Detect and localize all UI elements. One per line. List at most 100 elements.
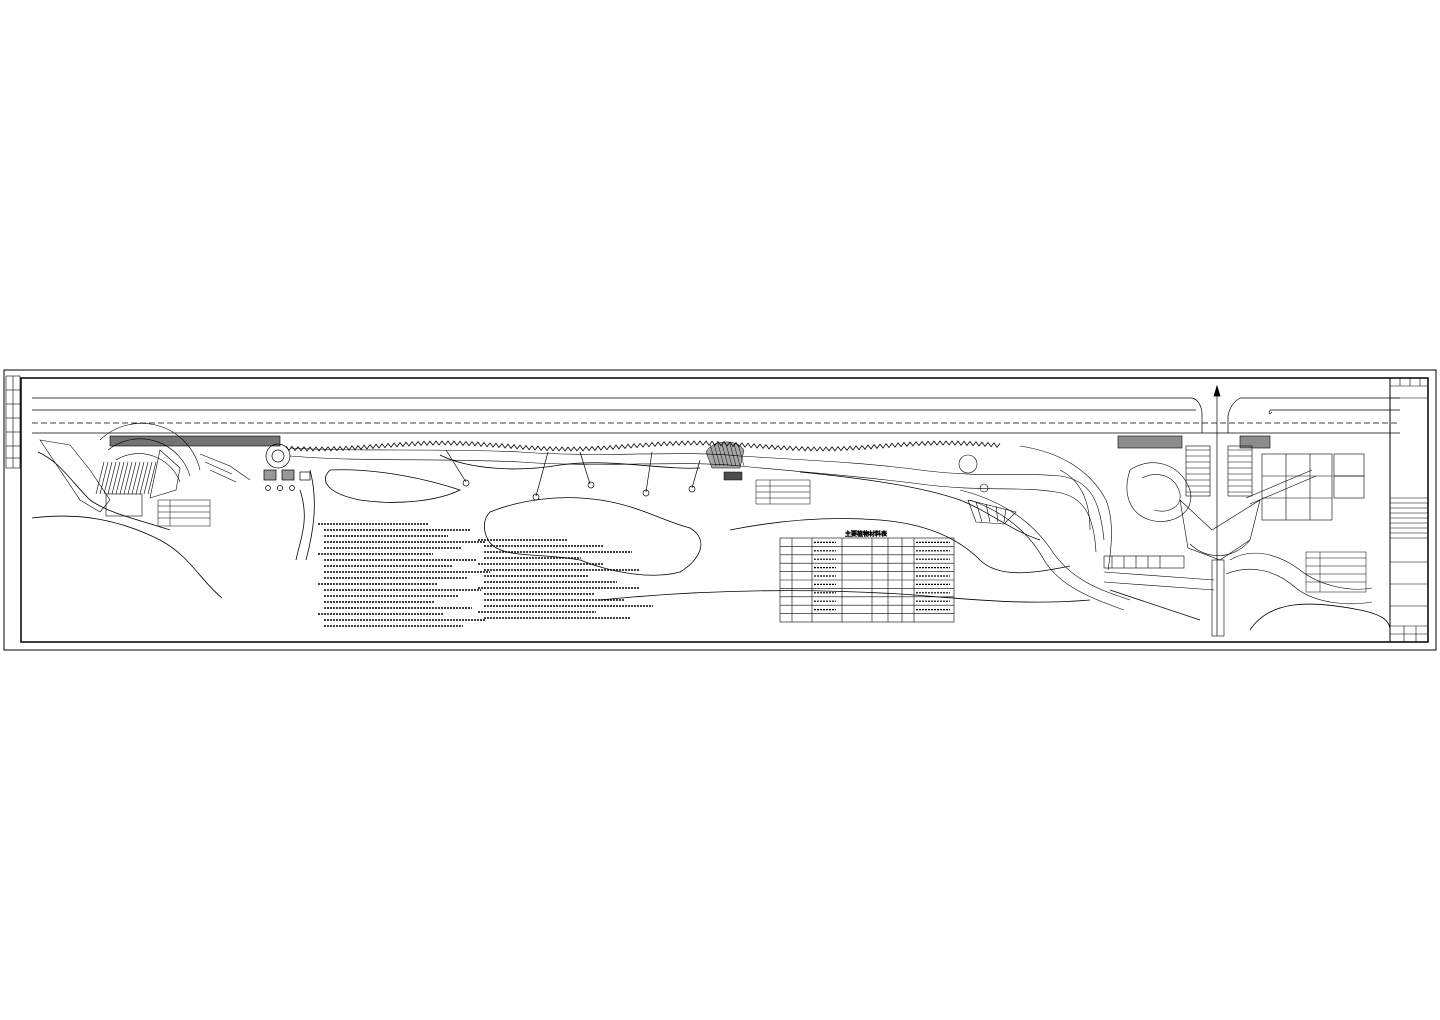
plaza-fan	[149, 449, 181, 499]
hatch-line	[135, 461, 145, 495]
central-sign	[723, 471, 743, 481]
path-line	[289, 447, 1105, 541]
road-curb-curve	[1191, 397, 1203, 433]
water-edge	[295, 489, 305, 561]
pier	[645, 451, 653, 493]
pier-head	[688, 485, 696, 493]
pavilion-round	[271, 449, 285, 463]
sheet-border	[3, 369, 1437, 651]
dock-tree	[979, 483, 989, 493]
water-edge	[729, 518, 1071, 574]
east-fan	[1179, 499, 1261, 561]
water-edge	[305, 469, 315, 561]
hatch-line	[725, 443, 733, 467]
west-plaza	[39, 423, 281, 517]
hatch-line	[717, 443, 725, 467]
water-outlines	[31, 451, 1391, 631]
hatch-line	[103, 461, 113, 495]
pavilion-node	[265, 485, 271, 491]
hatch-line	[147, 461, 157, 495]
water-edge	[31, 515, 223, 599]
pier-head	[642, 489, 650, 497]
hatch-line	[721, 443, 729, 467]
water-edge	[439, 454, 701, 470]
east-legend-table	[1305, 551, 1367, 593]
dock-tree	[958, 454, 978, 474]
hatch-line	[95, 461, 105, 495]
binding-strip	[5, 375, 21, 469]
hatch-line	[733, 443, 741, 467]
pavilion-block	[281, 469, 295, 481]
plaza-steps	[199, 453, 251, 483]
pier	[691, 459, 701, 489]
pier-head	[587, 481, 595, 489]
east-dock	[958, 454, 1017, 525]
road	[32, 384, 1400, 636]
design-notes-left	[318, 523, 490, 627]
hatch-line	[99, 461, 109, 495]
east-building	[1185, 445, 1211, 497]
road-curb-curve	[1227, 397, 1241, 433]
east-block	[1117, 435, 1183, 449]
east-shrub-band	[1225, 568, 1373, 605]
pavilion-node	[289, 485, 295, 491]
east-grid-building	[1333, 475, 1365, 499]
shoreline-wiggle	[285, 440, 1001, 452]
water-edge	[484, 497, 702, 576]
central-plaza	[705, 441, 745, 481]
piers	[445, 449, 701, 501]
water-edge	[1249, 603, 1391, 631]
road-curb-curve	[1268, 409, 1273, 414]
pavilion-block	[263, 469, 277, 481]
west-legend-table	[157, 499, 211, 527]
pavilion-round	[265, 443, 291, 469]
title-block-rows	[1390, 497, 1428, 534]
pier-head	[462, 479, 470, 487]
east-strip	[1103, 555, 1185, 569]
inner-border	[20, 377, 1429, 643]
east-curve	[1141, 474, 1181, 512]
east-grid-building	[1261, 453, 1333, 521]
east-fan-arc	[1189, 539, 1251, 556]
path-line	[1059, 469, 1091, 531]
hatch-line	[123, 461, 133, 495]
hatch-line	[115, 461, 125, 495]
plaza-outline	[39, 439, 111, 513]
hatch-line	[107, 461, 117, 495]
pavilion-block	[299, 471, 311, 481]
east-building	[1227, 445, 1253, 497]
plant-schedule: 主要植物材料表	[779, 530, 955, 623]
water-edge	[1109, 589, 1201, 621]
pier-head	[532, 493, 540, 501]
legend-frame	[157, 499, 211, 527]
water-edge	[325, 469, 462, 503]
plant-table-title: 主要植物材料表	[845, 530, 887, 538]
pier	[579, 451, 591, 485]
plaza-hatching	[95, 461, 157, 495]
east-block	[1239, 435, 1271, 449]
dock-outline	[967, 499, 1017, 525]
plaza-arc	[115, 453, 181, 483]
path-line	[959, 489, 1131, 601]
outer-border	[3, 369, 1437, 651]
hatch-line	[729, 443, 737, 467]
path-line	[289, 455, 1097, 553]
pier	[535, 451, 549, 497]
dock-hatch	[975, 501, 1007, 523]
design-notes-right	[478, 539, 653, 619]
east-building-hatching	[1186, 449, 1252, 493]
hatch-line	[139, 461, 149, 495]
east-axis-road	[1211, 559, 1225, 637]
plaza-deck	[109, 435, 281, 447]
east-shrub-band	[1229, 552, 1373, 590]
plant-table-rows	[780, 541, 954, 614]
east-path	[1103, 571, 1215, 591]
plaza-platform	[105, 493, 143, 517]
centre-legend-table	[755, 479, 811, 505]
east-plaza	[1103, 435, 1373, 637]
hatch-line	[131, 461, 141, 495]
path-line	[1019, 445, 1112, 571]
hatch-line	[143, 461, 153, 495]
plaza-arc	[99, 423, 201, 471]
central-plaza-hatching	[709, 443, 745, 467]
